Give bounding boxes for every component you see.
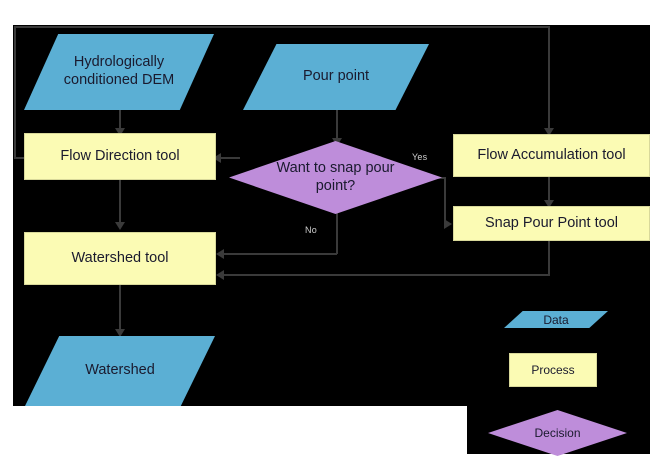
node-label: Watershed xyxy=(85,362,155,379)
arrowhead-into-snap-pour-point-top xyxy=(544,200,554,208)
node-pour-point[interactable]: Pour point xyxy=(243,44,429,110)
connector-pourpoint-to-decision xyxy=(336,110,338,141)
arrowhead-into-snap-pour-point xyxy=(444,219,452,229)
arrowhead-into-flow-direction xyxy=(115,128,125,136)
arrowhead-into-watershed-tool-no xyxy=(216,249,224,259)
node-label: Flow Accumulation tool xyxy=(477,146,626,163)
node-label: Want to snap pour point? xyxy=(276,159,395,194)
connector-dem-to-flowdirection xyxy=(119,110,121,131)
legend-data: Data xyxy=(504,311,608,328)
connector-left-spine-into-flowdirection xyxy=(14,157,28,159)
legend-process: Process xyxy=(509,353,597,387)
connector-left-spine xyxy=(14,26,16,158)
arrowhead-into-flow-direction-left xyxy=(213,153,221,163)
legend-decision-label: Decision xyxy=(534,426,581,440)
node-label: Snap Pour Point tool xyxy=(484,214,618,231)
connector-snappourpoint-to-watershedtool xyxy=(222,274,549,276)
arrowhead-into-watershed-tool-snap xyxy=(216,270,224,280)
arrowhead-into-watershed-tool xyxy=(115,222,125,230)
connector-flowaccumulation-to-snappourpoint xyxy=(548,177,550,203)
legend-data-label: Data xyxy=(543,312,569,327)
connector-decision-no-down xyxy=(336,213,338,254)
edge-label-no: No xyxy=(305,225,317,235)
node-label: Watershed tool xyxy=(71,249,169,266)
node-flow-accumulation-tool[interactable]: Flow Accumulation tool xyxy=(453,134,650,177)
connector-decision-to-flowdirection xyxy=(216,157,240,159)
node-label: Hydrologically conditioned DEM xyxy=(63,54,175,88)
connector-decision-yes-down xyxy=(444,177,446,223)
node-hydrologically-conditioned-dem[interactable]: Hydrologically conditioned DEM xyxy=(24,34,214,110)
node-snap-pour-point-tool[interactable]: Snap Pour Point tool xyxy=(453,206,650,241)
connector-snappourpoint-down xyxy=(548,240,550,276)
connector-watershedtool-to-watershed xyxy=(119,285,121,331)
node-label: Flow Direction tool xyxy=(60,147,180,164)
connector-flowdirection-to-watershedtool xyxy=(119,180,121,224)
connector-decision-no-left xyxy=(222,253,337,255)
edge-label-yes: Yes xyxy=(412,152,428,162)
node-flow-direction-tool[interactable]: Flow Direction tool xyxy=(24,133,216,180)
node-watershed-tool[interactable]: Watershed tool xyxy=(24,232,216,285)
node-watershed-output[interactable]: Watershed xyxy=(25,336,215,406)
legend-process-label: Process xyxy=(531,363,575,377)
connector-top-rail xyxy=(14,26,549,28)
arrowhead-into-watershed-output xyxy=(115,329,125,337)
arrowhead-into-flow-accumulation xyxy=(544,128,554,136)
connector-top-rail-down xyxy=(548,26,550,132)
node-label: Pour point xyxy=(302,68,370,85)
